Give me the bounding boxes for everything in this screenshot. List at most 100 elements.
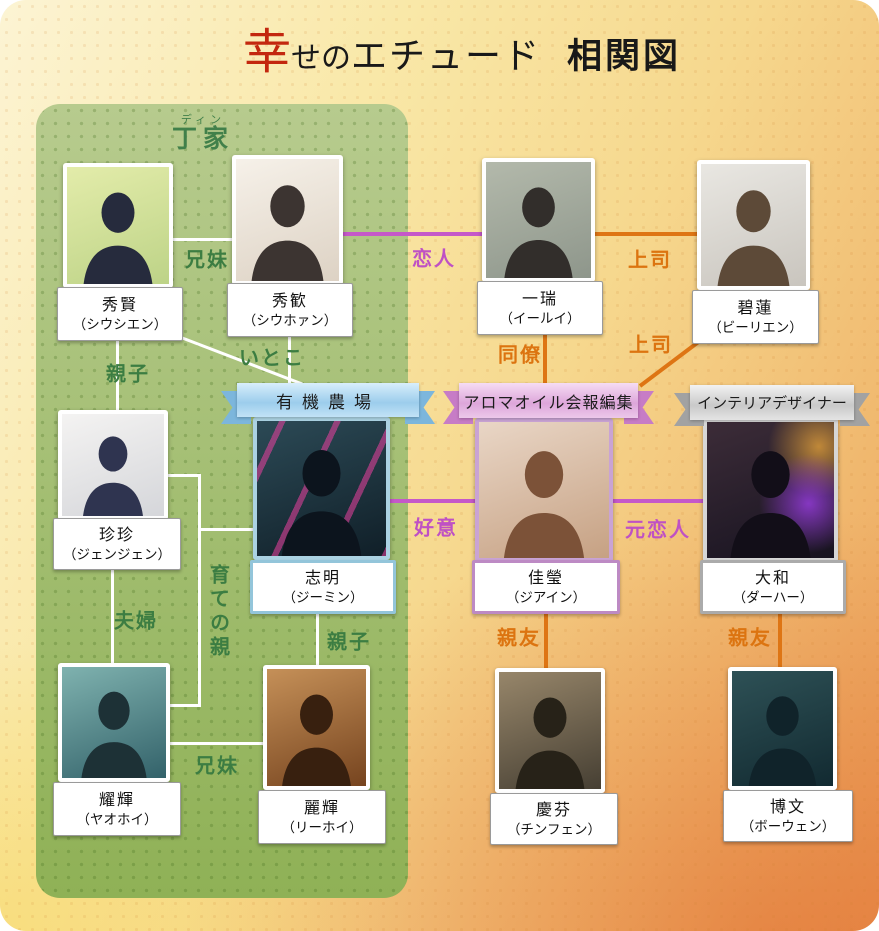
character-photo-yaohui xyxy=(58,663,170,782)
relationship-line xyxy=(198,474,201,707)
portrait-silhouette-icon xyxy=(504,451,584,558)
relationship-line xyxy=(544,608,548,669)
character-name: 麗輝 xyxy=(303,799,340,817)
relationship-line xyxy=(116,339,119,410)
relationship-label: 上司 xyxy=(628,249,672,272)
relationship-label: 夫婦 xyxy=(114,610,158,633)
portrait-silhouette-icon xyxy=(504,187,573,278)
character-name-box-bowen: 博文 （ボーウェン） xyxy=(723,790,853,842)
relationship-line xyxy=(390,499,477,503)
relationship-line xyxy=(170,704,200,707)
drama-logo: 幸せのエチュード xyxy=(243,24,542,80)
portrait-silhouette-icon xyxy=(717,190,790,286)
character-photo-zhiming xyxy=(253,417,390,560)
character-reading: （シウホァン） xyxy=(242,312,338,328)
portrait-silhouette-icon xyxy=(81,691,147,778)
portrait-silhouette-icon xyxy=(281,450,362,556)
relationship-line xyxy=(595,232,698,236)
chart-title-suffix: 相関図 xyxy=(567,37,682,76)
character-name-box-yirui: 一瑞 （イールイ） xyxy=(477,281,603,335)
relationship-label: 兄妹 xyxy=(185,249,229,272)
relationship-line xyxy=(173,238,232,241)
banner-label: インテリアデザイナー xyxy=(690,385,854,420)
character-name: 秀歓 xyxy=(271,292,308,310)
character-name: 慶芬 xyxy=(535,801,572,819)
relationship-label: 育ての親 xyxy=(206,564,229,660)
character-name-box-bilian: 碧蓮 （ビーリエン） xyxy=(692,290,819,344)
character-reading: （チンフェン） xyxy=(506,821,602,837)
character-name-box-qingfen: 慶芬 （チンフェン） xyxy=(490,793,618,845)
banner-label: アロマオイル会報編集 xyxy=(459,383,638,418)
character-reading: （ボーウェン） xyxy=(740,818,836,834)
character-photo-zhenzhen xyxy=(58,410,168,520)
portrait-silhouette-icon xyxy=(83,436,143,516)
relationship-label: 兄妹 xyxy=(195,755,239,778)
relationship-line xyxy=(288,335,291,385)
occupation-banner-organic-farm: 有機農場 xyxy=(221,383,435,424)
chart-title: 幸せのエチュード 相関図 xyxy=(243,12,681,82)
relationship-line xyxy=(170,742,265,745)
character-photo-bilian xyxy=(697,160,810,290)
relationship-line xyxy=(343,232,482,236)
relationship-line xyxy=(168,474,201,477)
relationship-label: 親子 xyxy=(327,631,371,654)
portrait-silhouette-icon xyxy=(748,696,817,786)
relationship-line xyxy=(613,499,705,503)
character-name-box-xiuxian: 秀賢 （シウシエン） xyxy=(57,287,183,341)
character-photo-xiuxian xyxy=(63,163,173,288)
character-name: 耀輝 xyxy=(98,791,135,809)
character-reading: （ジアイン） xyxy=(505,589,587,605)
character-name-box-lihui: 麗輝 （リーホイ） xyxy=(258,790,386,844)
character-reading: （リーホイ） xyxy=(281,819,363,835)
banner-label: 有機農場 xyxy=(237,383,419,417)
character-reading: （ダーハー） xyxy=(732,589,814,605)
relationship-label: 元恋人 xyxy=(625,519,691,542)
character-reading: （ビーリエン） xyxy=(708,319,803,335)
character-photo-yirui xyxy=(482,158,595,282)
character-name-box-zhenzhen: 珍珍 （ジェンジェン） xyxy=(53,518,181,570)
character-name: 秀賢 xyxy=(101,296,138,314)
character-name-box-jiaying: 佳瑩（ジアイン） xyxy=(472,560,620,614)
character-reading: （イールイ） xyxy=(499,310,581,326)
character-name: 一瑞 xyxy=(521,290,558,308)
character-name-box-xiuhuan: 秀歓 （シウホァン） xyxy=(227,283,353,337)
character-name: 博文 xyxy=(769,798,806,816)
character-photo-qingfen xyxy=(495,668,605,793)
relationship-line xyxy=(198,528,255,531)
character-photo-bowen xyxy=(728,667,837,790)
relationship-label: いとこ xyxy=(239,347,305,370)
character-name: 碧蓮 xyxy=(737,299,774,317)
character-photo-jiaying xyxy=(475,418,613,562)
occupation-banner-interior-designer: インテリアデザイナー xyxy=(674,385,870,426)
occupation-banner-aroma-oil-newsletter-editor: アロマオイル会報編集 xyxy=(443,383,654,424)
relationship-line xyxy=(778,608,782,668)
portrait-silhouette-icon xyxy=(515,697,585,789)
family-name: 丁家 xyxy=(171,125,235,154)
portrait-silhouette-icon xyxy=(282,694,351,786)
family-furigana: ディン xyxy=(180,114,226,126)
relationship-line xyxy=(111,568,114,665)
character-reading: （シウシエン） xyxy=(72,316,168,332)
character-name-box-zhiming: 志明 （ジーミン） xyxy=(250,560,396,614)
character-name-box-dahe: 大和 （ダーハー） xyxy=(700,560,846,614)
relationship-line xyxy=(316,608,319,667)
relationship-label: 上司 xyxy=(629,334,673,357)
logo-accent-char: 幸 xyxy=(243,24,292,80)
character-reading: （ジーミン） xyxy=(282,589,364,605)
character-reading: （ジェンジェン） xyxy=(63,546,171,562)
relationship-label: 親子 xyxy=(106,363,150,386)
relationship-line xyxy=(543,333,547,384)
character-name-box-yaohui: 耀輝 （ヤオホイ） xyxy=(53,782,181,836)
character-reading: （ヤオホイ） xyxy=(76,811,158,827)
portrait-silhouette-icon xyxy=(251,185,324,281)
character-name: 志明 xyxy=(304,569,341,587)
character-photo-lihui xyxy=(263,665,370,790)
portrait-silhouette-icon xyxy=(83,192,153,284)
relationship-label: 親友 xyxy=(728,627,772,650)
relationship-label: 好意 xyxy=(414,517,458,540)
character-name: 珍珍 xyxy=(98,526,135,544)
character-name: 大和 xyxy=(754,569,791,587)
character-photo-dahe xyxy=(703,418,838,562)
family-title: ディン 丁家 xyxy=(172,114,234,154)
